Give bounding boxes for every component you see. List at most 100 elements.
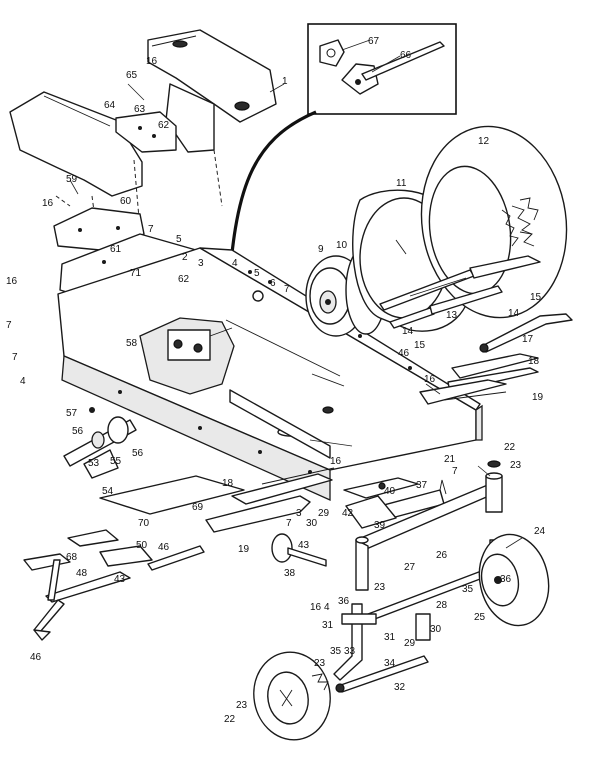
label-4-top: 4 — [232, 258, 238, 269]
label-61: 61 — [110, 244, 122, 255]
label-18-b: 18 — [222, 478, 234, 489]
label-23-b: 23 — [374, 582, 386, 593]
label-46-lower: 46 — [30, 652, 42, 663]
label-66: 66 — [400, 50, 412, 61]
front-axle-27 — [355, 460, 503, 591]
label-33: 33 — [344, 646, 356, 657]
label-16-seat: 16 — [42, 198, 54, 209]
label-28: 28 — [436, 600, 448, 611]
label-68: 68 — [66, 552, 78, 563]
label-39: 39 — [374, 520, 386, 531]
label-37: 37 — [416, 480, 428, 491]
label-4-lower: 4 — [324, 602, 330, 613]
rear-fender-left — [9, 91, 143, 197]
label-64: 64 — [104, 100, 116, 111]
bracket-39 — [345, 495, 397, 529]
label-6: 6 — [270, 278, 276, 289]
label-36-a: 36 — [338, 596, 350, 607]
label-62-top: 62 — [158, 120, 170, 131]
tie-rod-28 — [367, 569, 489, 621]
label-7-a: 7 — [148, 224, 154, 235]
label-30-b: 30 — [430, 624, 442, 635]
label-1: 1 — [282, 76, 288, 87]
label-19-a: 19 — [532, 392, 544, 403]
label-16-front: 16 — [330, 456, 342, 467]
label-29-b: 29 — [404, 638, 416, 649]
label-53: 53 — [88, 458, 100, 469]
fender-bracket-upper — [165, 83, 215, 153]
bracket-19 — [419, 379, 507, 405]
pedal-38 — [271, 533, 327, 567]
label-59: 59 — [66, 174, 78, 185]
label-14-a: 14 — [508, 308, 520, 319]
label-65: 65 — [126, 70, 138, 81]
cover-plate-60 — [53, 207, 145, 251]
label-5-b: 5 — [254, 268, 260, 279]
label-62-mid: 62 — [178, 274, 190, 285]
label-5-a: 5 — [176, 234, 182, 245]
spindle-left — [333, 603, 377, 681]
inset-rod — [361, 41, 445, 81]
label-24: 24 — [534, 526, 546, 537]
label-23-c: 23 — [314, 658, 326, 669]
label-15-b: 15 — [414, 340, 426, 351]
label-7-d: 7 — [12, 352, 18, 363]
label-42: 42 — [342, 508, 354, 519]
label-36-b: 36 — [500, 574, 512, 585]
label-21: 21 — [444, 454, 456, 465]
label-40: 40 — [384, 486, 396, 497]
label-32: 32 — [394, 682, 406, 693]
label-15: 15 — [530, 292, 542, 303]
fender-plate-62 — [115, 111, 177, 153]
label-27: 27 — [404, 562, 416, 573]
label-16-left: 16 — [6, 276, 18, 287]
label-7-e: 7 — [452, 466, 458, 477]
label-38: 38 — [284, 568, 296, 579]
label-7-f: 7 — [286, 518, 292, 529]
plate-69 — [99, 475, 245, 515]
label-35-b: 35 — [330, 646, 342, 657]
label-7-b: 7 — [284, 284, 290, 295]
label-11: 11 — [396, 178, 407, 189]
part-number-labels: 67 66 16 1 65 64 63 62 12 59 11 16 60 7 … — [6, 36, 546, 725]
label-10: 10 — [336, 240, 348, 251]
label-16-top: 16 — [146, 56, 158, 67]
label-22-b: 22 — [224, 714, 236, 725]
brake-pedal-48 — [23, 553, 131, 641]
label-54: 54 — [102, 486, 114, 497]
label-63: 63 — [134, 104, 146, 115]
label-12: 12 — [478, 136, 490, 147]
label-4-left: 4 — [20, 376, 26, 387]
label-23-a: 23 — [510, 460, 522, 471]
label-55: 55 — [110, 456, 122, 467]
label-25: 25 — [474, 612, 486, 623]
label-29-a: 29 — [318, 508, 330, 519]
label-26: 26 — [436, 550, 448, 561]
lever-17 — [479, 313, 573, 353]
label-43-a: 43 — [298, 540, 310, 551]
drag-link-32 — [335, 655, 429, 693]
label-46-mid: 46 — [158, 542, 170, 553]
label-16-right: 16 — [424, 374, 436, 385]
rear-tire-12 — [420, 125, 568, 319]
label-7-c: 7 — [6, 320, 12, 331]
label-69: 69 — [192, 502, 204, 513]
label-60: 60 — [120, 196, 132, 207]
label-17: 17 — [522, 334, 534, 345]
bracket-18-lower — [231, 467, 335, 505]
label-43-b: 43 — [114, 574, 126, 585]
brake-rod-46 — [67, 529, 205, 571]
label-56-a: 56 — [72, 426, 84, 437]
label-58: 58 — [126, 338, 138, 349]
label-16-lower: 16 — [310, 602, 322, 613]
label-35-a: 35 — [462, 584, 474, 595]
axle-rod-15 — [469, 255, 541, 279]
label-57: 57 — [66, 408, 78, 419]
transaxle — [139, 317, 235, 395]
label-50: 50 — [136, 540, 148, 551]
label-34: 34 — [384, 658, 396, 669]
label-3-b: 3 — [296, 508, 302, 519]
detail-inset — [307, 23, 457, 115]
label-18-a: 18 — [528, 356, 540, 367]
leader-lines — [69, 39, 523, 549]
